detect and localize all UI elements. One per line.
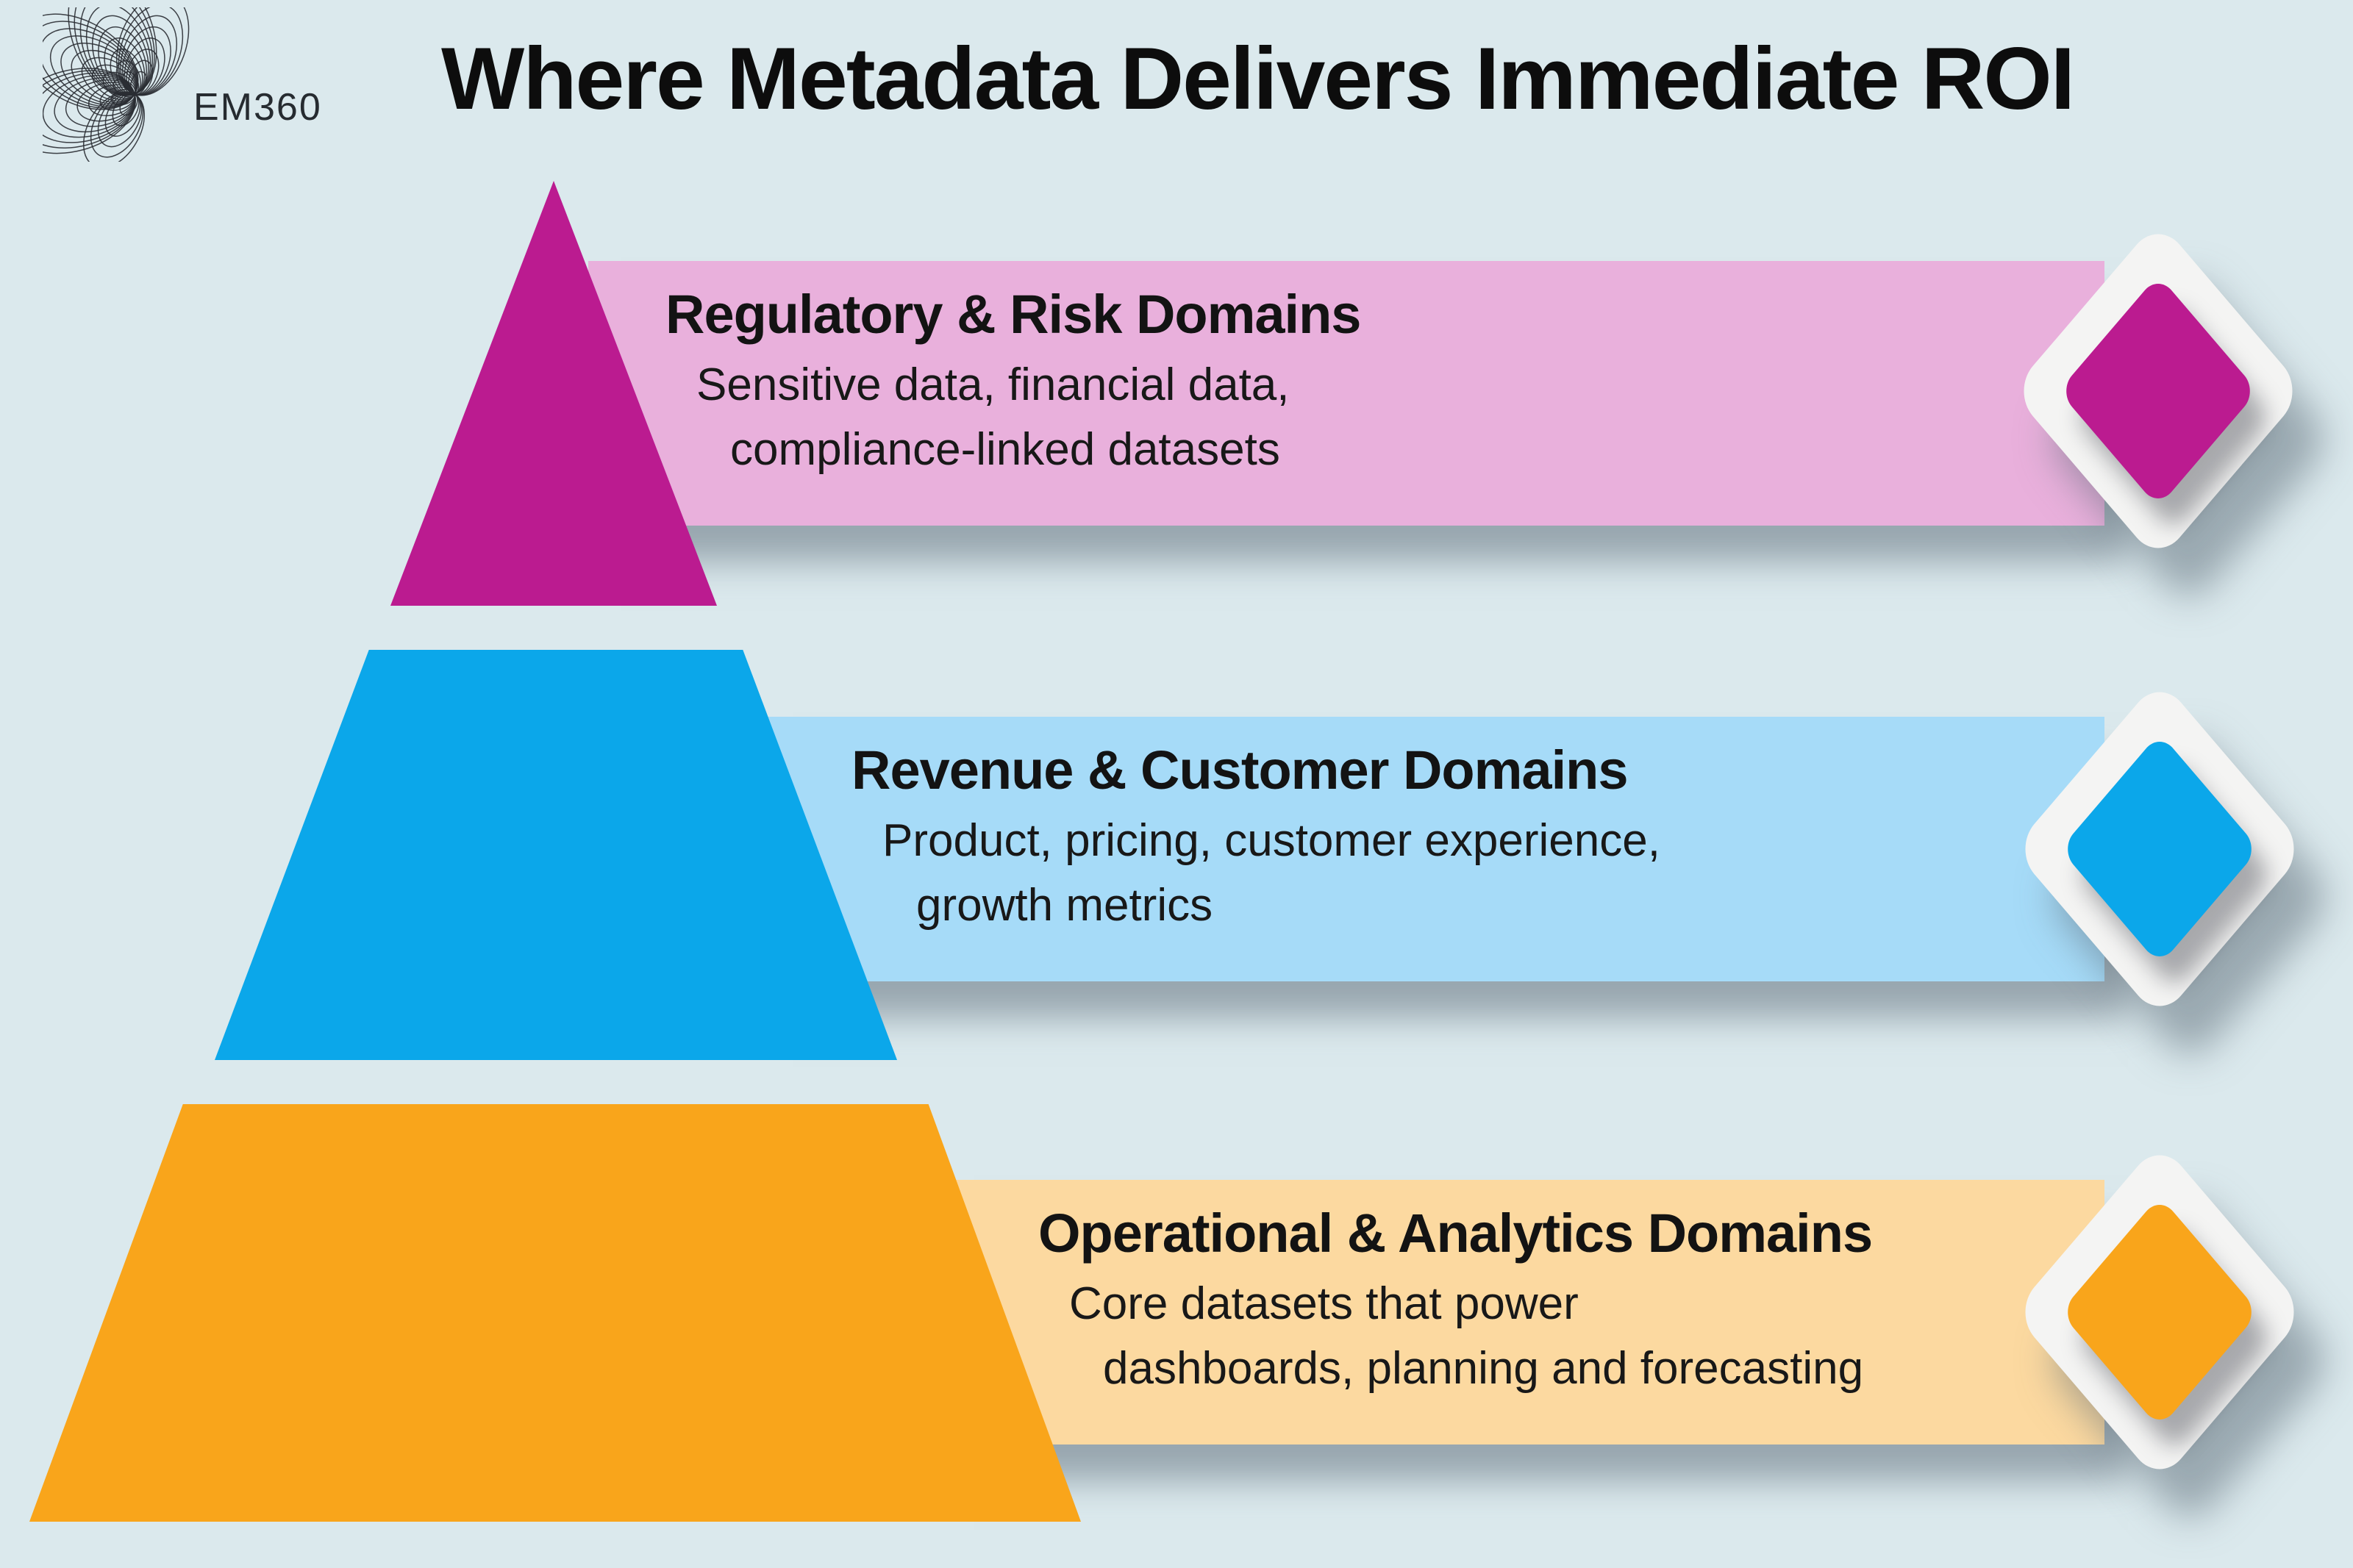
tier-description-line: Sensitive data, financial data, [696, 359, 1290, 411]
tier-banner-operational: Operational & Analytics Domains Core dat… [941, 1180, 2104, 1445]
em360-logo: EM360 [35, 3, 447, 201]
tier-description-line: compliance-linked datasets [730, 424, 1280, 476]
tier-heading: Operational & Analytics Domains [1038, 1203, 1873, 1264]
pyramid-tier-bottom-shape [29, 1104, 1081, 1522]
em360-swirl-icon [43, 7, 190, 162]
em360-brand-text: EM360 [193, 86, 322, 129]
tier-banner-content: Regulatory & Risk Domains Sensitive data… [588, 261, 2104, 482]
tier-description-line: dashboards, planning and forecasting [1103, 1343, 1864, 1395]
tier-description-line: Product, pricing, customer experience, [882, 815, 1660, 867]
tier-banner-content: Revenue & Customer Domains Product, pric… [761, 717, 2104, 938]
page-title: Where Metadata Delivers Immediate ROI [440, 29, 2075, 128]
tier-description-line: Core datasets that power [1069, 1278, 1579, 1330]
pyramid-tier-middle-shape [215, 650, 897, 1060]
tier-heading: Revenue & Customer Domains [851, 740, 1629, 801]
tier-banner-regulatory: Regulatory & Risk Domains Sensitive data… [588, 261, 2104, 526]
tier-banner-revenue: Revenue & Customer Domains Product, pric… [761, 717, 2104, 981]
tier-banner-content: Operational & Analytics Domains Core dat… [941, 1180, 2104, 1401]
tier-description-line: growth metrics [916, 880, 1213, 931]
tier-heading: Regulatory & Risk Domains [665, 284, 1361, 345]
